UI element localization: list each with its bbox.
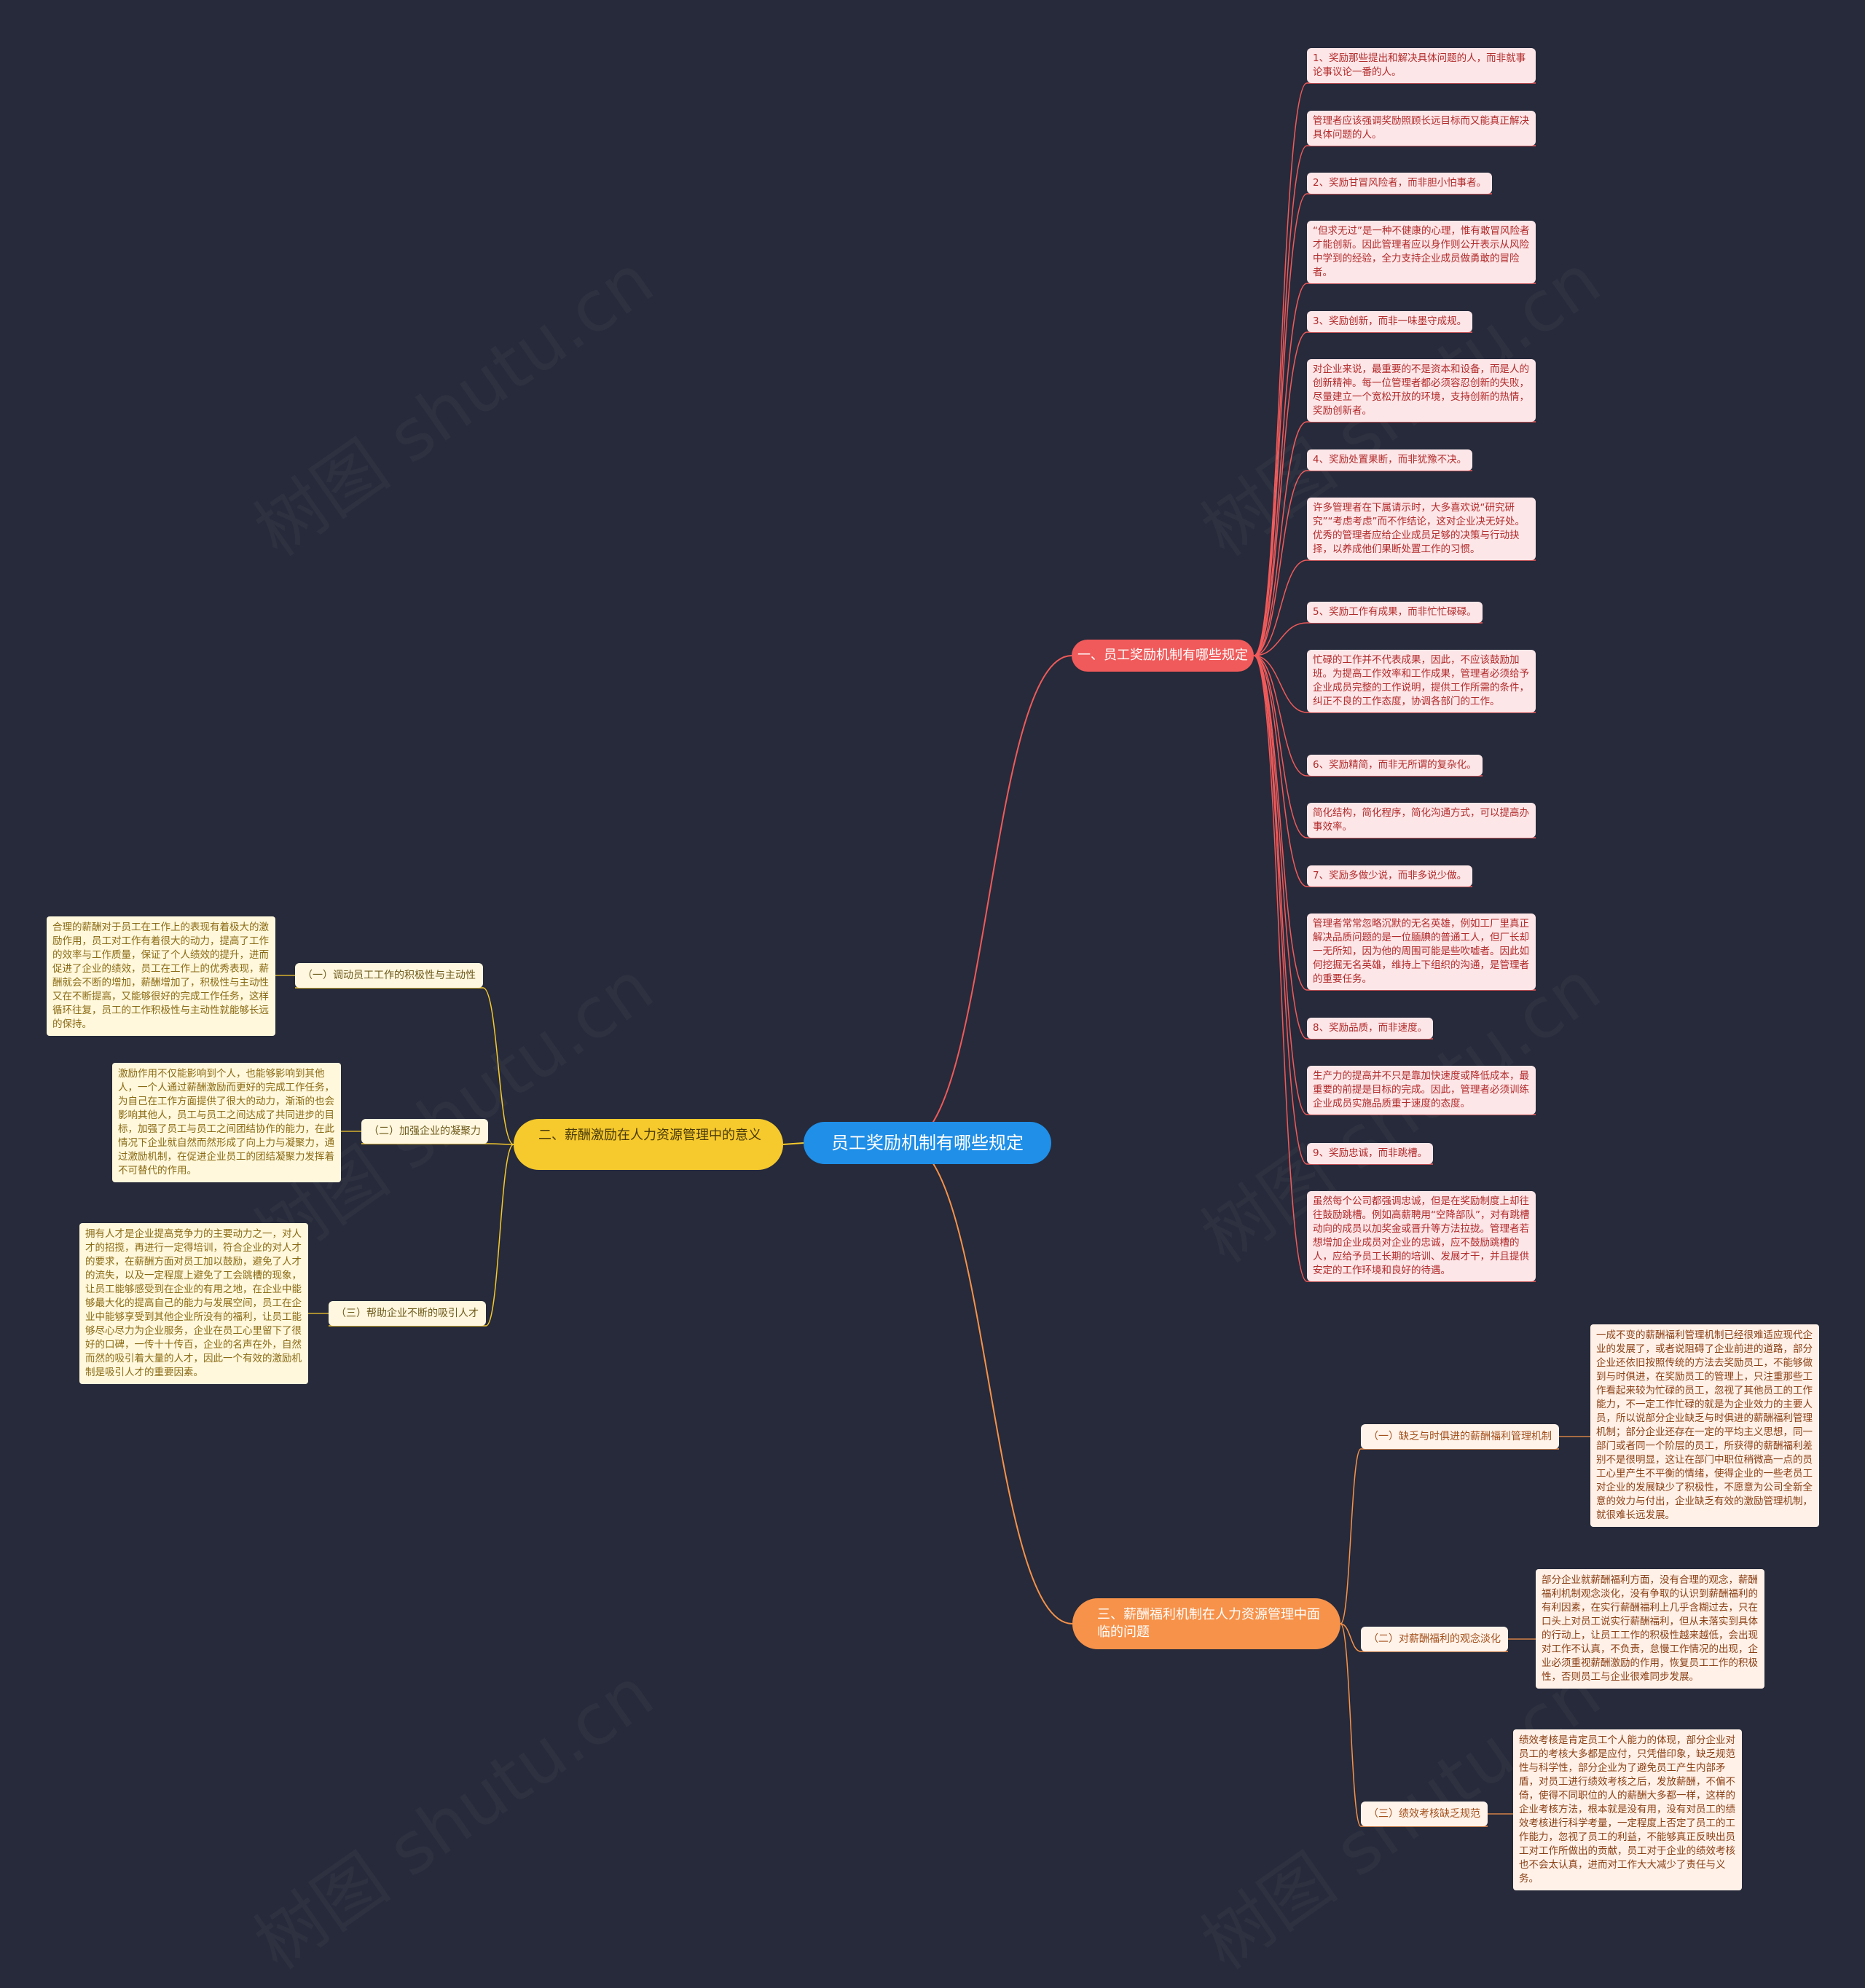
connector-line — [1253, 193, 1308, 656]
leaf-node[interactable]: “但求无过”是一种不健康的心理，惟有敢冒风险者才能创新。因此管理者应以身作则公开… — [1307, 221, 1536, 283]
root-topic[interactable]: 员工奖励机制有哪些规定 — [804, 1122, 1051, 1164]
connector-line — [1253, 655, 1308, 838]
leaf-node[interactable]: 6、奖励精简，而非无所谓的复杂化。 — [1307, 755, 1483, 776]
leaf-node[interactable]: 5、奖励工作有成果，而非忙忙碌碌。 — [1307, 602, 1483, 623]
subtopic-node[interactable]: （三）绩效考核缺乏规范 — [1361, 1802, 1488, 1826]
subtopic-node[interactable]: （二）对薪酬福利的观念淡化 — [1361, 1627, 1508, 1651]
connector-line — [1340, 1448, 1362, 1624]
connector-line — [782, 1142, 804, 1145]
connector-line — [1340, 1623, 1362, 1827]
branch-3-topic[interactable]: 三、薪酬福利机制在人力资源管理中面临的问题 — [1072, 1598, 1340, 1649]
detail-text[interactable]: 激励作用不仅能影响到个人，也能够影响到其他人，一个人通过薪酬激励而更好的完成工作… — [112, 1063, 341, 1182]
detail-text[interactable]: 合理的薪酬对于员工在工作上的表现有着极大的激励作用，员工对工作有着很大的动力，提… — [47, 916, 275, 1036]
connector-line — [1253, 655, 1308, 777]
connector-line — [1253, 559, 1308, 656]
subtopic-node[interactable]: （一）缺乏与时俱进的薪酬福利管理机制 — [1361, 1424, 1559, 1449]
leaf-node[interactable]: 9、奖励忠诚，而非跳槽。 — [1307, 1143, 1434, 1164]
subtopic-node[interactable]: （二）加强企业的凝聚力 — [361, 1119, 488, 1144]
detail-text[interactable]: 绩效考核是肯定员工个人能力的体现，部分企业对员工的考核大多都是应付，只凭借印象，… — [1513, 1729, 1742, 1890]
detail-text[interactable]: 部分企业就薪酬福利方面，没有合理的观念，薪酬福利机制观念淡化，没有争取的认识到薪… — [1536, 1569, 1764, 1689]
connector-line — [1253, 655, 1308, 1165]
connector-line — [1253, 421, 1308, 656]
connector-line — [1253, 655, 1308, 1115]
connector-line — [1340, 1623, 1362, 1652]
subtopic-node[interactable]: （一）调动员工工作的积极性与主动性 — [295, 963, 483, 988]
connector-line — [1253, 655, 1308, 1040]
connector-line — [1253, 655, 1308, 991]
subtopic-node[interactable]: （三）帮助企业不断的吸引人才 — [329, 1301, 486, 1326]
leaf-node[interactable]: 简化结构，简化程序，简化沟通方式，可以提高办事效率。 — [1307, 803, 1536, 838]
leaf-node[interactable]: 1、奖励那些提出和解决具体问题的人，而非就事论事议论一番的人。 — [1307, 48, 1536, 83]
connector-line — [485, 1144, 514, 1327]
connector-line — [1253, 655, 1308, 1282]
connector-lines — [275, 82, 1590, 1827]
branch-1-topic[interactable]: 一、员工奖励机制有哪些规定 — [1072, 640, 1254, 672]
leaf-node[interactable]: 2、奖励甘冒风险者，而非胆小怕事者。 — [1307, 173, 1493, 194]
leaf-node[interactable]: 对企业来说，最重要的不是资本和设备，而是人的创新精神。每一位管理者都必须容忍创新… — [1307, 359, 1536, 422]
leaf-node[interactable]: 虽然每个公司都强调忠诚，但是在奖励制度上却往往鼓励跳槽。例如高薪聘用“空降部队”… — [1307, 1191, 1536, 1281]
leaf-node[interactable]: 忙碌的工作并不代表成果，因此，不应该鼓励加班。为提高工作效率和工作成果，管理者必… — [1307, 650, 1536, 712]
leaf-node[interactable]: 许多管理者在下属请示时，大多喜欢说“研究研究”“考虑考虑”而不作结论，这对企业决… — [1307, 498, 1536, 560]
connector-line — [1253, 622, 1308, 656]
leaf-node[interactable]: 管理者应该强调奖励照顾长远目标而又能真正解决具体问题的人。 — [1307, 111, 1536, 146]
connector-line — [905, 655, 1072, 1144]
leaf-node[interactable]: 8、奖励品质，而非速度。 — [1307, 1018, 1434, 1039]
connector-line — [1253, 82, 1308, 656]
leaf-node[interactable]: 管理者常常忽略沉默的无名英雄，例如工厂里真正解决品质问题的是一位腼腆的普通工人，… — [1307, 914, 1536, 990]
connector-line — [1253, 655, 1308, 713]
connector-line — [1253, 331, 1308, 656]
connector-line — [1253, 655, 1308, 887]
connector-line — [482, 987, 514, 1145]
connector-line — [905, 1142, 1073, 1624]
connector-line — [1253, 145, 1308, 656]
detail-text[interactable]: 拥有人才是企业提高竞争力的主要动力之一，对人才的招揽，再进行一定得培训，符合企业… — [79, 1223, 308, 1384]
branch-2-topic[interactable]: 二、薪酬激励在人力资源管理中的意义 — [514, 1119, 783, 1170]
leaf-node[interactable]: 3、奖励创新，而非一味墨守成规。 — [1307, 311, 1473, 332]
leaf-node[interactable]: 4、奖励处置果断，而非犹豫不决。 — [1307, 449, 1473, 471]
connector-line — [1253, 470, 1308, 656]
leaf-node[interactable]: 7、奖励多做少说，而非多说少做。 — [1307, 865, 1473, 887]
connector-line — [1253, 283, 1308, 656]
leaf-node[interactable]: 生产力的提高并不只是靠加快速度或降低成本，最重要的前提是目标的完成。因此，管理者… — [1307, 1066, 1536, 1115]
detail-text[interactable]: 一成不变的薪酬福利管理机制已经很难适应现代企业的发展了，或者说阻碍了企业前进的道… — [1590, 1324, 1819, 1527]
